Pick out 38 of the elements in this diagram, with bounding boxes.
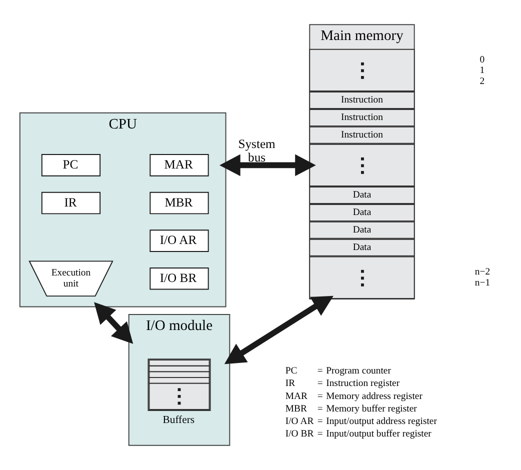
node-box: Data <box>309 221 415 239</box>
node-label: 0 <box>480 54 485 66</box>
node-label: n−1 <box>474 277 490 288</box>
arrow <box>224 296 334 364</box>
label: = <box>317 366 323 377</box>
node-label: 2 <box>480 76 485 87</box>
label: MBR <box>285 403 307 414</box>
label: = <box>317 428 323 440</box>
node-label: Buffers <box>162 414 195 426</box>
node-box: Data <box>309 186 415 204</box>
label: MAR <box>285 390 308 402</box>
node-box: Data <box>309 238 415 256</box>
label: I/O AR <box>285 416 314 428</box>
node-box <box>309 256 415 299</box>
label: Input/output address register <box>326 416 437 428</box>
label: I/O BR <box>285 428 314 440</box>
label: = <box>317 416 323 428</box>
node-box: Instruction <box>309 92 415 109</box>
arrow <box>220 154 316 176</box>
node-box: Instruction <box>309 126 415 144</box>
node-box: Data <box>309 204 415 222</box>
node-box <box>309 48 415 92</box>
label: Memory buffer register <box>326 403 417 414</box>
node-box <box>309 144 415 187</box>
label: = <box>317 390 323 402</box>
label: PC <box>285 366 298 377</box>
node-label: 1 <box>480 65 485 76</box>
label: Memory address register <box>326 390 422 402</box>
edge-label: System bus <box>238 137 276 165</box>
label: Instruction register <box>326 378 400 390</box>
label: IR <box>285 378 296 390</box>
label: Input/output buffer register <box>326 428 432 440</box>
label: = <box>317 378 323 390</box>
node-box: Instruction <box>309 108 415 126</box>
label: = <box>317 403 323 414</box>
node-label: n−2 <box>474 266 490 278</box>
arrow <box>94 302 134 344</box>
label: Program counter <box>326 366 391 377</box>
